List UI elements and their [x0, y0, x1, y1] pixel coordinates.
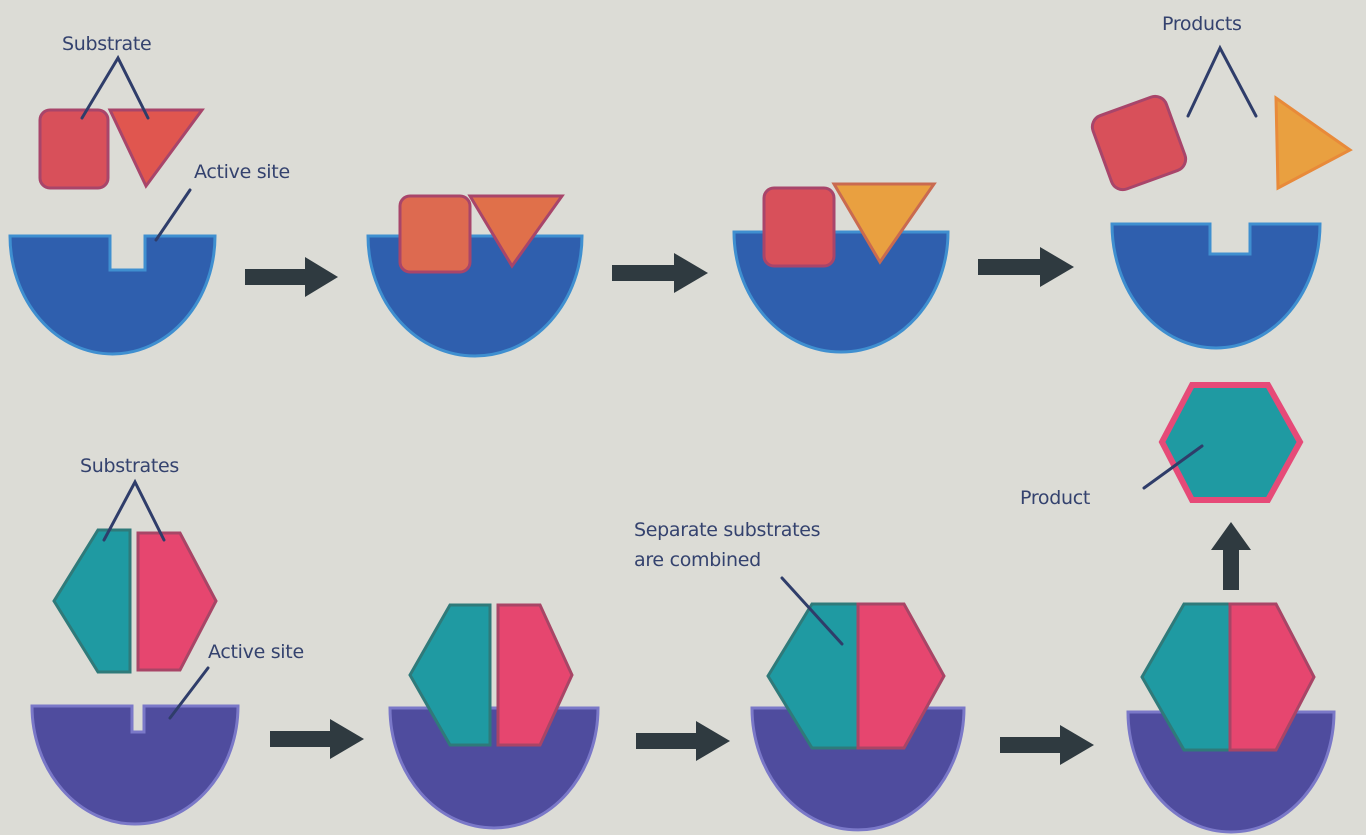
substrate-teal-half: [52, 528, 132, 674]
top-stage-1: Substrate Active site: [8, 33, 290, 356]
substrate-label: Substrate: [62, 33, 151, 55]
product-square: [1090, 94, 1188, 192]
substrate-pink-half: [136, 531, 218, 672]
bound-substrate-square: [398, 194, 472, 274]
bottom-row: Substrates Active site Separate substrat: [30, 382, 1336, 834]
active-site-label-bottom: Active site: [208, 641, 304, 663]
substrate-leader: [80, 54, 150, 120]
product-hexagon: [1158, 382, 1304, 503]
right-arrow-icon: [270, 719, 364, 759]
enzyme-top-1: [8, 234, 217, 356]
right-arrow-icon: [612, 253, 708, 293]
enzyme-bottom-1: [30, 704, 240, 826]
products-label: Products: [1162, 13, 1242, 35]
right-arrow-icon: [636, 721, 730, 761]
active-site-label-top: Active site: [194, 161, 290, 183]
enzyme-top-4: [1110, 222, 1322, 350]
top-stage-3: [732, 182, 950, 354]
bottom-stage-1: Substrates Active site: [30, 455, 304, 826]
bound-pink-half: [496, 603, 574, 747]
up-arrow-icon: [1211, 522, 1251, 590]
top-stage-2: [366, 194, 584, 358]
product-pink-half: [1228, 602, 1316, 752]
combining-pink-half: [856, 602, 946, 750]
reacting-triangle: [831, 182, 937, 265]
enzyme-bottom-2: [388, 706, 600, 830]
bound-teal-half: [408, 603, 492, 747]
bottom-stage-2: [388, 603, 600, 830]
top-stage-4: Products: [1090, 13, 1353, 350]
substrates-label: Substrates: [80, 455, 179, 477]
bottom-stage-4: Product: [1020, 382, 1336, 834]
bottom-stage-3: Separate substrates are combined: [634, 519, 966, 832]
product-teal-half: [1140, 602, 1232, 752]
substrates-leader: [102, 478, 166, 542]
right-arrow-icon: [1000, 725, 1094, 765]
substrate-square: [38, 108, 110, 190]
product-leader: [1142, 444, 1204, 490]
right-arrow-icon: [978, 247, 1074, 287]
active-site-leader-top: [154, 188, 192, 242]
product-triangle: [1274, 95, 1353, 191]
combined-label-line2: are combined: [634, 549, 761, 571]
products-leader: [1186, 44, 1258, 118]
right-arrow-icon: [245, 257, 338, 297]
bound-substrate-triangle: [467, 194, 565, 269]
combined-label-line1: Separate substrates: [634, 519, 820, 541]
combined-leader: [780, 576, 844, 646]
active-site-leader-bottom: [168, 666, 210, 720]
substrate-triangle: [107, 108, 205, 189]
product-label: Product: [1020, 487, 1090, 509]
combining-teal-half: [766, 602, 860, 750]
reacting-square: [762, 186, 836, 268]
top-row: Substrate Active site: [8, 13, 1353, 358]
